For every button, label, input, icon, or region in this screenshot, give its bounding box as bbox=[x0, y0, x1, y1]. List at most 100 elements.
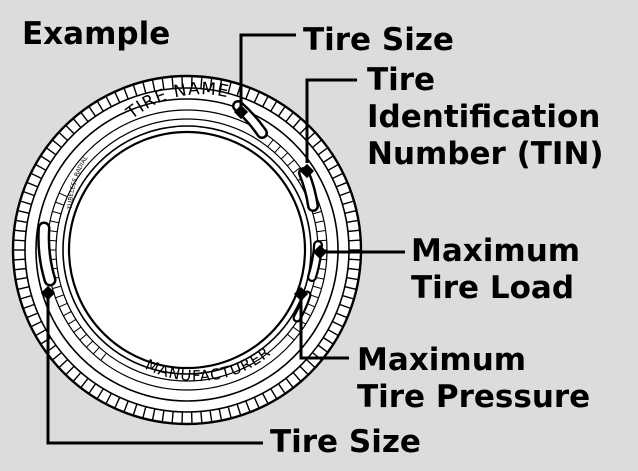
tick-mark bbox=[85, 340, 94, 348]
tick-mark bbox=[253, 91, 260, 103]
label-max-pressure-line-2: Tire Pressure bbox=[357, 379, 591, 415]
tick-mark bbox=[277, 106, 286, 117]
tick-mark bbox=[142, 81, 147, 94]
tick-mark bbox=[161, 77, 165, 90]
tick-mark bbox=[68, 318, 77, 325]
tick-mark bbox=[151, 79, 156, 92]
tick-mark bbox=[105, 95, 113, 108]
tick-mark bbox=[123, 400, 129, 413]
tick-mark bbox=[14, 229, 27, 233]
tick-mark bbox=[58, 302, 68, 308]
tick-mark bbox=[58, 192, 68, 198]
tick-mark bbox=[26, 181, 39, 188]
sidewall-outer-ring bbox=[35, 98, 339, 402]
tick-mark bbox=[142, 406, 147, 419]
tick-mark bbox=[344, 286, 357, 291]
tick-mark bbox=[49, 220, 60, 224]
tick-mark bbox=[348, 239, 361, 242]
label-max-load: Maximum Tire Load bbox=[411, 233, 580, 307]
tick-mark bbox=[96, 100, 104, 112]
tick-mark bbox=[88, 383, 97, 394]
tick-mark bbox=[309, 294, 319, 299]
tick-mark bbox=[311, 139, 323, 149]
tick-mark bbox=[114, 91, 121, 103]
tick-mark bbox=[339, 303, 352, 310]
leader-tire-size-top bbox=[239, 33, 296, 113]
tick-mark bbox=[132, 403, 138, 416]
tick-mark bbox=[65, 365, 75, 376]
tick-mark bbox=[305, 358, 316, 369]
tick-mark bbox=[327, 329, 339, 337]
marker-tin bbox=[299, 163, 315, 179]
tick-mark bbox=[13, 258, 26, 261]
tick-mark bbox=[35, 329, 47, 337]
tick-mark bbox=[292, 118, 302, 129]
tick-mark bbox=[13, 239, 26, 242]
tick-mark bbox=[342, 294, 355, 300]
tick-mark bbox=[317, 147, 329, 156]
label-tin-line-1: Tire bbox=[367, 62, 436, 98]
tick-mark bbox=[261, 95, 269, 108]
tick-mark bbox=[200, 76, 203, 89]
tick-mark bbox=[51, 351, 63, 361]
tick-mark bbox=[35, 163, 47, 171]
tick-mark bbox=[171, 411, 174, 424]
tick-mark bbox=[58, 131, 69, 142]
tick-mark bbox=[277, 383, 286, 394]
tick-mark bbox=[339, 190, 352, 197]
tick-mark bbox=[287, 159, 295, 167]
tick-mark bbox=[348, 258, 361, 261]
tick-mark bbox=[261, 392, 269, 405]
tick-mark bbox=[105, 392, 113, 405]
tick-mark bbox=[114, 397, 121, 409]
tick-mark bbox=[312, 210, 322, 215]
tick-mark bbox=[96, 388, 104, 400]
tick-mark bbox=[58, 358, 69, 369]
tick-mark bbox=[209, 410, 213, 423]
tick-mark bbox=[299, 365, 309, 376]
tick-mark bbox=[19, 200, 32, 206]
tread-ticks bbox=[13, 76, 361, 424]
tick-mark bbox=[79, 333, 87, 341]
tick-mark bbox=[72, 118, 82, 129]
tick-mark bbox=[322, 155, 334, 163]
tick-mark bbox=[22, 303, 35, 310]
tick-mark bbox=[123, 87, 129, 100]
tick-mark bbox=[218, 408, 223, 421]
tick-mark bbox=[335, 181, 348, 188]
tick-mark bbox=[227, 406, 232, 419]
tick-mark bbox=[274, 145, 282, 153]
tick-mark bbox=[22, 190, 35, 197]
tick-mark bbox=[73, 326, 82, 333]
tick-mark bbox=[72, 371, 82, 382]
tick-mark bbox=[209, 77, 213, 90]
tick-mark bbox=[52, 210, 62, 215]
label-max-load-line-1: Maximum bbox=[411, 233, 581, 269]
tick-mark bbox=[30, 172, 42, 180]
example-title: Example bbox=[22, 16, 171, 52]
tick-mark bbox=[346, 219, 359, 224]
marker-tire-size-bottom bbox=[40, 285, 56, 301]
tick-mark bbox=[346, 276, 359, 281]
tick-mark bbox=[253, 397, 260, 409]
tick-mark bbox=[151, 408, 156, 421]
tick-mark bbox=[200, 411, 203, 424]
tick-mark bbox=[26, 312, 39, 319]
tick-mark bbox=[285, 377, 294, 389]
tick-mark bbox=[161, 410, 165, 423]
tick-mark bbox=[132, 84, 138, 97]
tick-mark bbox=[65, 124, 75, 135]
tick-mark bbox=[55, 201, 65, 206]
tick-mark bbox=[55, 294, 65, 299]
tick-mark bbox=[267, 139, 274, 148]
tick-mark bbox=[270, 100, 278, 112]
tick-mark bbox=[314, 220, 325, 224]
tick-mark bbox=[347, 267, 360, 271]
tick-mark bbox=[15, 276, 28, 281]
leader-tin bbox=[305, 78, 357, 163]
tick-mark bbox=[92, 347, 100, 355]
tick-mark bbox=[14, 267, 27, 271]
tick-mark bbox=[317, 344, 329, 353]
